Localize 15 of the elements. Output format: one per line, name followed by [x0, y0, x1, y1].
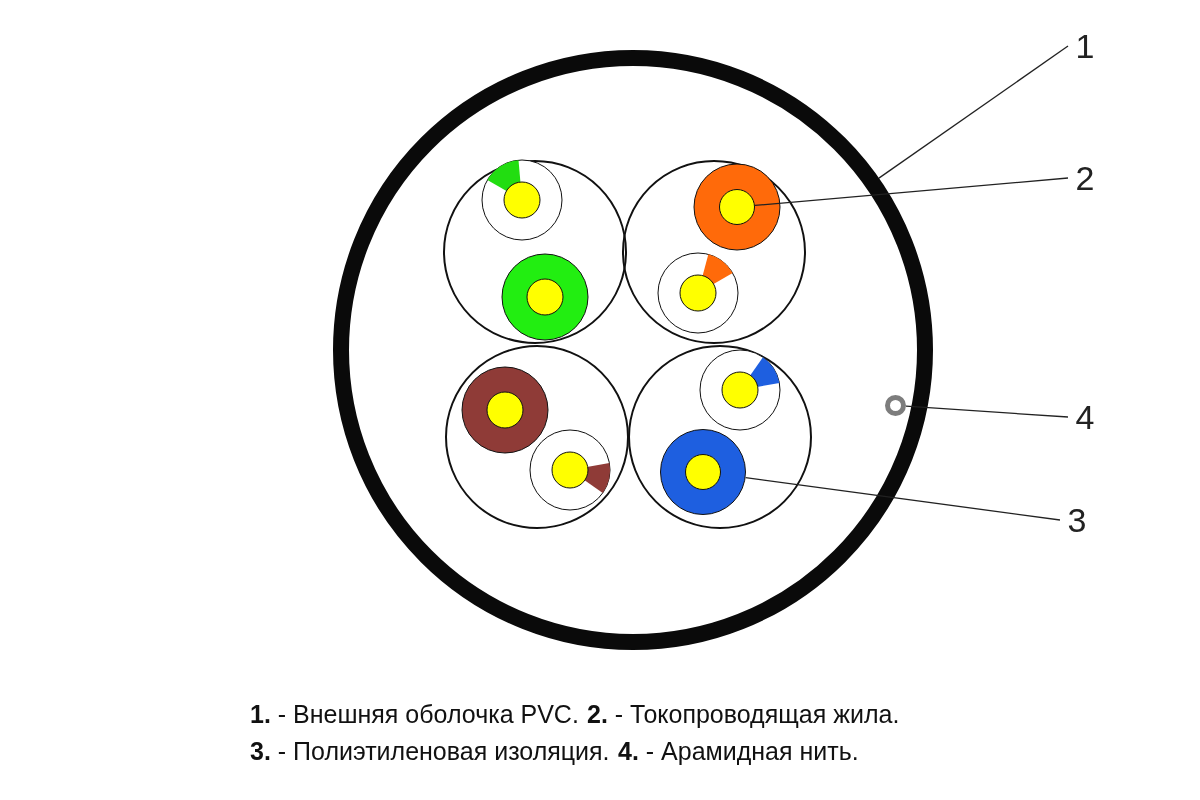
cable-jacket	[333, 50, 933, 650]
callout-number: 1	[1068, 26, 1102, 66]
insulation-ring	[660, 429, 746, 515]
leader-line	[905, 405, 1069, 418]
leader-line	[878, 45, 1069, 179]
leader-line	[744, 477, 1061, 521]
leader-line	[754, 177, 1069, 207]
note-text: 2. - Токопроводящая жила.	[587, 700, 900, 729]
note-text: 1. - Внешняя оболочка PVC.	[250, 700, 579, 729]
callout-number: 3	[1060, 500, 1094, 540]
note-text: 4. - Арамидная нить.	[618, 737, 859, 766]
callout-number: 4	[1068, 397, 1102, 437]
aramid-thread	[885, 395, 906, 416]
note-text: 3. - Полиэтиленовая изоляция.	[250, 737, 610, 766]
callout-number: 2	[1068, 158, 1102, 198]
